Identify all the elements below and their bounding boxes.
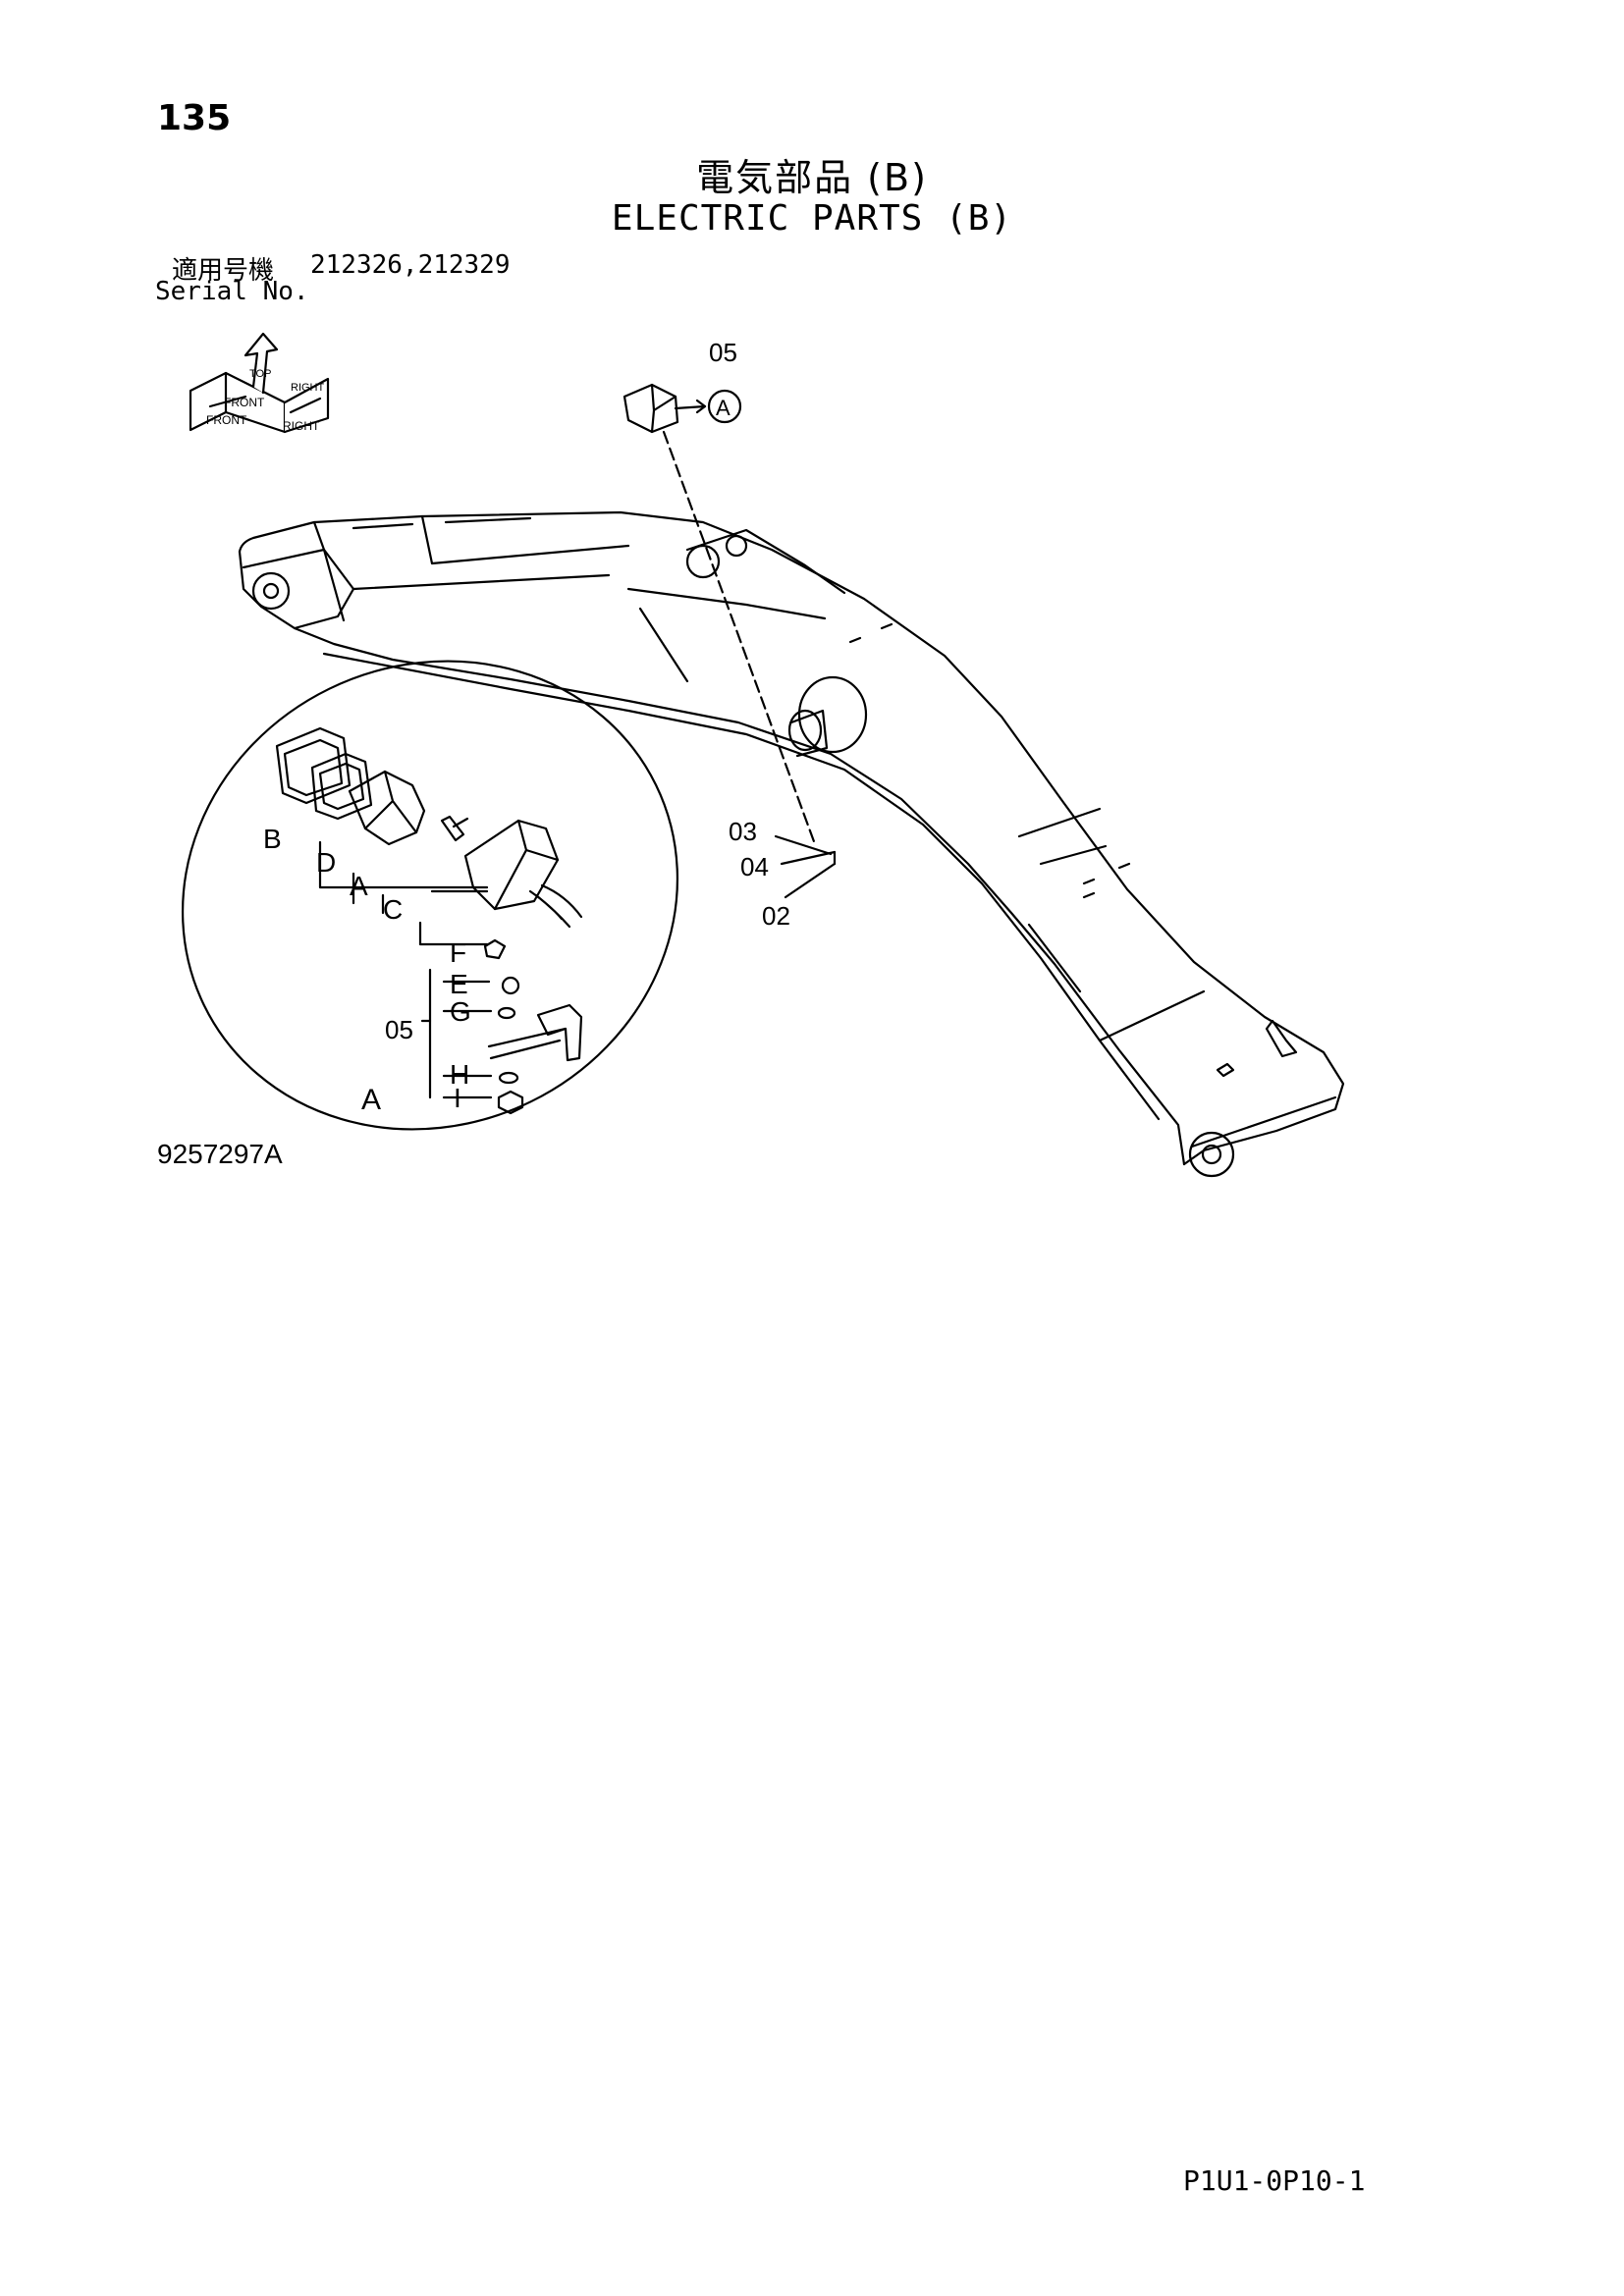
callout-05: 05 <box>709 338 737 367</box>
callout-03: 03 <box>729 817 757 846</box>
detail-label-e: E <box>450 969 468 999</box>
detail-title-a: A <box>361 1084 381 1116</box>
orientation-label-top: TOP <box>249 368 271 380</box>
detail-label-05: 05 <box>385 1015 413 1044</box>
detail-label-h: H <box>450 1059 469 1090</box>
page-number: 135 <box>157 98 232 138</box>
work-light-top <box>623 383 817 846</box>
detail-label-f: F <box>450 937 466 968</box>
serial-numbers: 212326,212329 <box>310 250 511 280</box>
detail-reference-circle <box>707 389 742 424</box>
detail-label-d: D <box>316 847 336 878</box>
orientation-label-right: RIGHT <box>291 382 325 394</box>
figure-code: 9257297A <box>157 1139 283 1169</box>
orientation-label-front: FRONT <box>224 396 265 409</box>
detail-label-c: C <box>383 894 403 925</box>
detail-label-i: I <box>454 1083 461 1113</box>
page-title-japanese: 電気部品 (B) <box>696 156 928 199</box>
callout-04: 04 <box>740 852 769 881</box>
footer-page-code: P1U1-0P10-1 <box>1183 2164 1366 2197</box>
detail-label-b: B <box>263 824 282 854</box>
serial-label-japanese: 適用号機 <box>172 256 275 286</box>
callout-02: 02 <box>762 901 790 931</box>
orientation-label-right-2: RIGHT <box>283 419 320 433</box>
detail-label-a: A <box>350 871 368 901</box>
boom-arm <box>238 510 1345 1178</box>
page-title-english: ELECTRIC PARTS (B) <box>611 198 1013 239</box>
orientation-label-front-2: FRONT <box>206 413 247 427</box>
detail-view-a <box>181 660 679 1131</box>
orientation-icon: FRONT TOP RIGHT FRONT RIGHT <box>189 332 330 434</box>
serial-label-english: Serial No. <box>155 277 309 306</box>
detail-label-g: G <box>450 996 471 1027</box>
callout-a-reference: A <box>716 396 731 420</box>
callout-leaders <box>774 834 837 899</box>
